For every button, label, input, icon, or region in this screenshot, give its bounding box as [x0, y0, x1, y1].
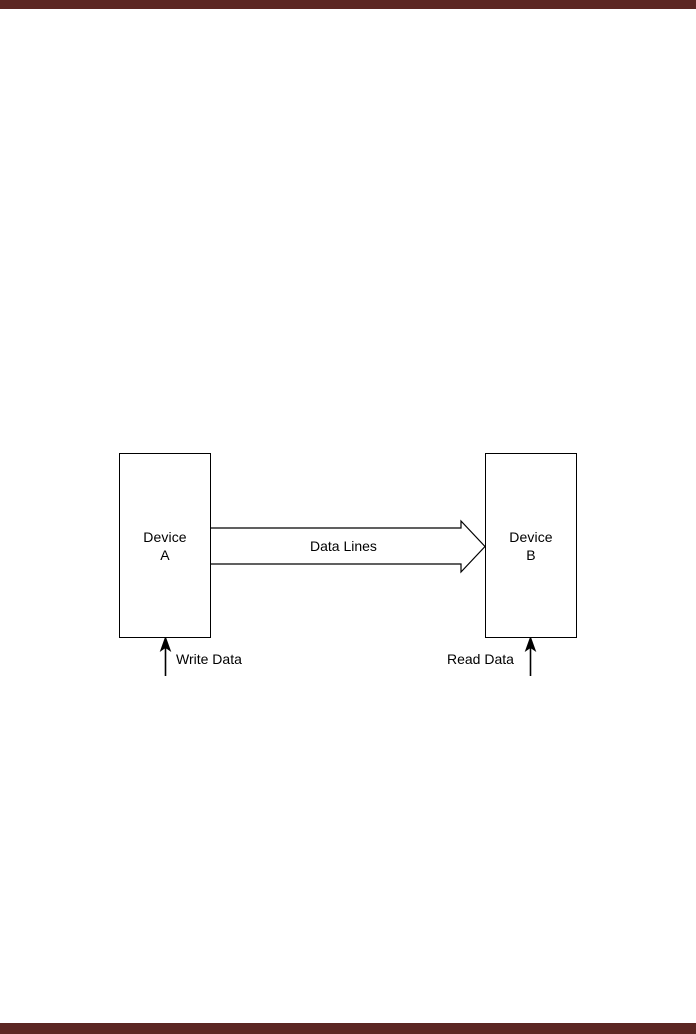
write-data-label: Write Data: [176, 651, 242, 667]
data-lines-label: Data Lines: [310, 538, 377, 554]
device-a-label: Device A: [143, 528, 187, 563]
device-b-label: Device B: [509, 528, 553, 563]
device-a-node: Device A: [119, 453, 211, 638]
bottom-decorative-band: [0, 1023, 696, 1034]
device-b-node: Device B: [485, 453, 577, 638]
top-decorative-band: [0, 0, 696, 9]
read-data-arrow: [524, 635, 537, 676]
write-data-arrow: [159, 635, 172, 676]
read-data-label: Read Data: [447, 651, 514, 667]
diagram-canvas: [0, 9, 696, 1023]
